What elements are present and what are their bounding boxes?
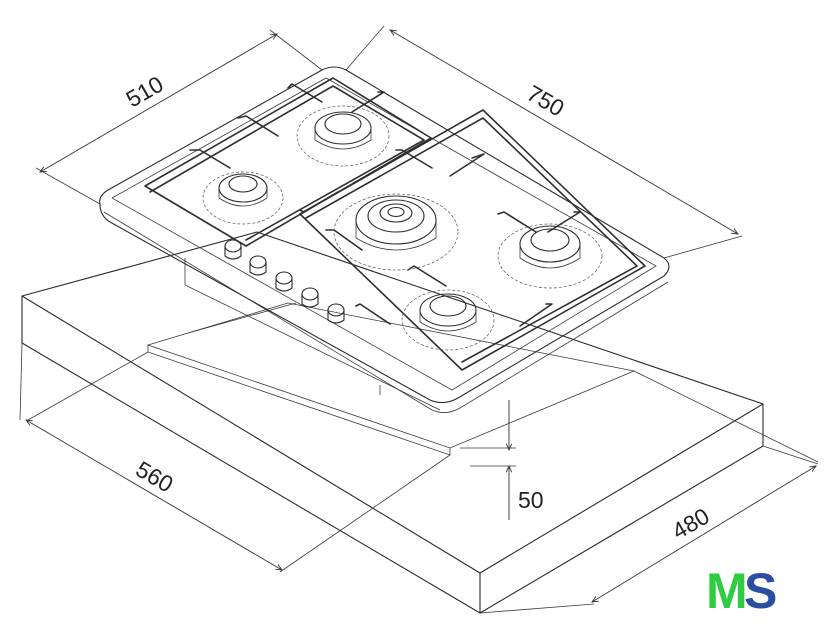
knob-2 [249,255,267,276]
knob-5 [327,303,345,324]
burner-left-back [202,171,284,225]
dim-label-750: 750 [523,80,569,122]
dim-label-510: 510 [122,71,168,113]
burner-wok-center [333,193,459,271]
knob-1 [224,239,242,260]
logo-letter-s: S [744,563,777,619]
burner-top-back [296,105,390,167]
dimension-750: 750 [345,25,743,259]
brand-logo: M S [706,563,777,619]
dimension-560: 560 [19,342,451,573]
dim-label-560: 560 [132,456,178,498]
burner-right [497,223,603,289]
control-knobs [224,239,345,324]
burner-front [401,289,495,351]
logo-letter-m: M [706,563,748,619]
countertop-slab [21,231,764,614]
pan-support-grates [144,77,646,371]
dimension-50: 50 [460,400,544,520]
knob-4 [301,287,319,308]
dim-label-50: 50 [518,487,544,513]
dim-label-480: 480 [668,503,714,545]
knob-3 [275,271,293,292]
